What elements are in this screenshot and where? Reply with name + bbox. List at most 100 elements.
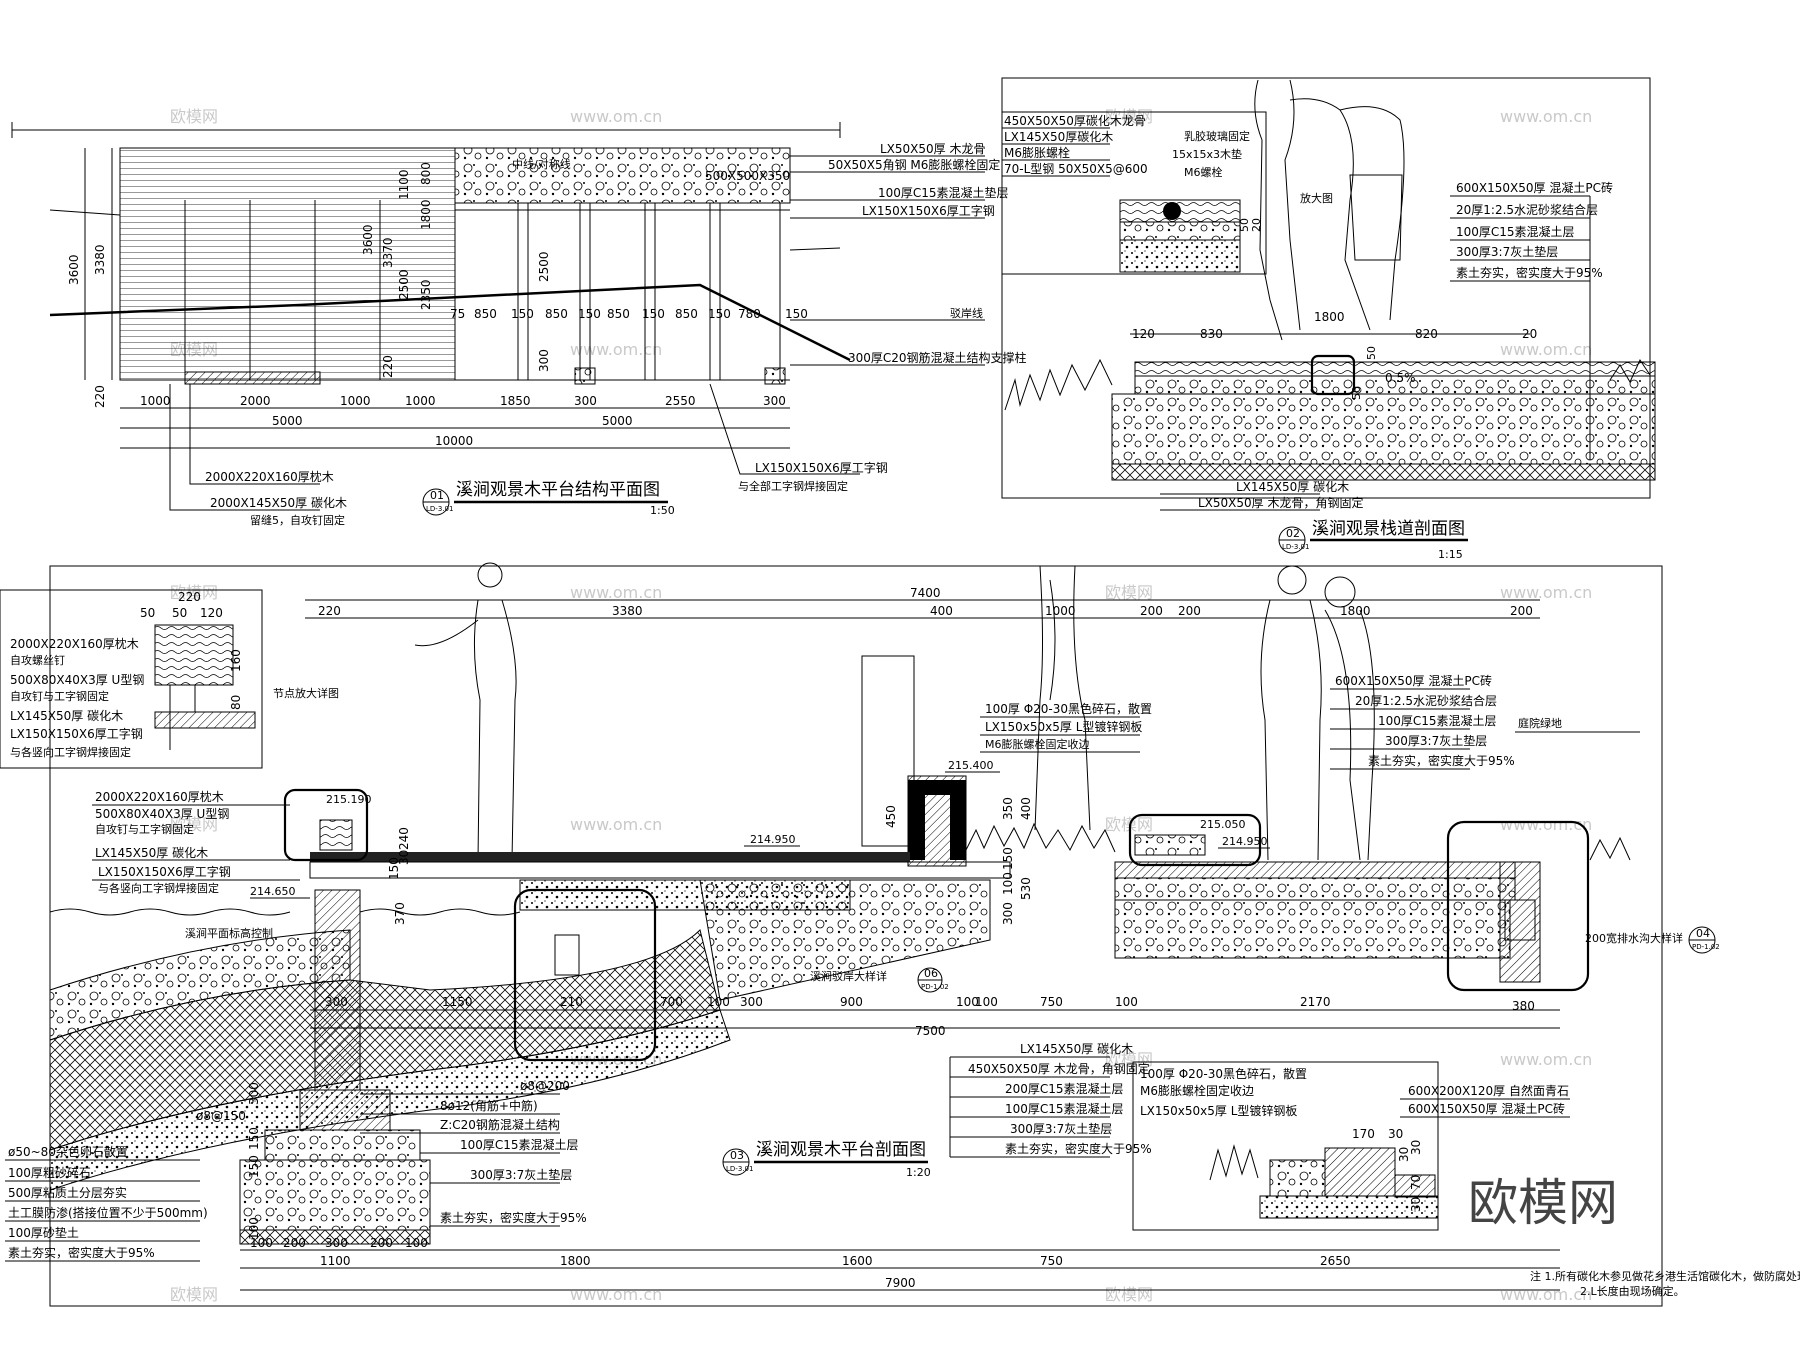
dim-text: 20	[1250, 218, 1263, 232]
watermark-url: www.om.cn	[1500, 107, 1592, 126]
dim-text: 220	[178, 590, 201, 604]
annotation: 节点放大详图	[273, 686, 339, 700]
anchor-bolt	[554, 934, 580, 976]
dim-text: 100	[405, 1236, 428, 1250]
dim-text: 100	[707, 995, 730, 1009]
dim-text: 100	[956, 995, 979, 1009]
dim-text: 300	[763, 394, 786, 408]
dim-text: 2350	[419, 279, 433, 310]
detail-frame	[1001, 111, 1267, 275]
steel-beam	[154, 711, 256, 729]
dim-text: 30	[1397, 1147, 1411, 1162]
annotation: 中线/对称线	[512, 157, 571, 171]
grass	[1209, 1144, 1259, 1181]
material-label: ø8@150	[196, 1109, 246, 1123]
dim-text: 150	[387, 857, 401, 880]
dim-text: 780	[738, 307, 761, 321]
dim-text: 300	[574, 394, 597, 408]
material-label: 2000X220X160厚枕木	[10, 636, 139, 651]
shoreline	[49, 283, 851, 362]
dim-text: 150	[247, 1127, 261, 1150]
material-label: 500X80X40X3厚 U型钢	[10, 673, 144, 687]
dim-text: 2500	[397, 269, 411, 300]
material-label: 300厚C20钢筋混凝土结构支撑柱	[848, 350, 1027, 365]
dim-text: 150	[785, 307, 808, 321]
dim-text: 1600	[842, 1254, 873, 1268]
dim-text: 50	[1365, 346, 1378, 360]
sleeper	[319, 819, 353, 851]
material-label: 驳岸线	[950, 306, 983, 320]
deck-planks	[119, 147, 456, 381]
material-label: 70-L型钢 50X50X5@600	[1004, 162, 1148, 176]
dim-text: 30	[397, 850, 411, 865]
dim-text: 300	[740, 995, 763, 1009]
material-label: 600X150X50厚 混凝土PC砖	[1335, 673, 1492, 688]
material-label: LX150X150X6厚工字钢	[862, 203, 995, 218]
pc-brick	[1394, 1174, 1436, 1198]
drawing-tag-number: 03	[730, 1149, 744, 1162]
detail-tag-ref: PD-1.02	[921, 983, 949, 991]
material-label: 100厚C15素混凝土层	[1005, 1101, 1124, 1116]
people-figure	[1254, 79, 1405, 341]
dim-text: 800	[419, 162, 433, 185]
person-figure	[414, 562, 517, 861]
dim-text: 2170	[1300, 995, 1331, 1009]
material-label: 100厚粗砂碎石	[8, 1165, 91, 1180]
dim-text: 200	[1510, 604, 1533, 618]
elevation: 215.190	[326, 793, 372, 806]
dim-text: 200	[370, 1236, 393, 1250]
grass	[1589, 836, 1631, 861]
material-label: 素土夯实，密实度大于95%	[440, 1210, 587, 1225]
material-label: 100厚C15素混凝土垫层	[878, 185, 1009, 200]
material-label: 自攻钉与工字钢固定	[95, 822, 194, 836]
dim-text: 2550	[665, 394, 696, 408]
annotation: 溪涧平面标高控制	[185, 926, 273, 940]
material-label: 300厚3:7灰土垫层	[470, 1167, 572, 1182]
material-label: 300厚3:7灰土垫层	[1010, 1121, 1112, 1136]
drawing-03-section: 2000X220X160厚枕木 自攻螺丝钉 500X80X40X3厚 U型钢 自…	[0, 562, 1800, 1307]
dim-text: 3380	[93, 244, 107, 275]
capstone	[908, 780, 966, 860]
material-label: LX145X50厚 碳化木	[1236, 480, 1349, 494]
material-label: Z:C20钢筋混凝土结构	[440, 1117, 560, 1132]
drawing-title: 溪涧观景木平台剖面图	[756, 1140, 926, 1160]
dim-text: 150	[708, 307, 731, 321]
dim-text: 100	[250, 1236, 273, 1250]
material-label: 500厚粘质土分层夯实	[8, 1185, 127, 1200]
gravel-strip	[454, 147, 791, 204]
gravel-base	[699, 879, 991, 1001]
dim-text: 7400	[910, 586, 941, 600]
elevation: 214.950	[750, 833, 796, 846]
dim-text: 750	[1040, 995, 1063, 1009]
dim-text: 1800	[560, 1254, 591, 1268]
dim-text: 750	[1040, 1254, 1063, 1268]
watermark-url: www.om.cn	[1500, 583, 1592, 602]
drawing-tag-number: 01	[430, 489, 444, 502]
dim-text: 900	[840, 995, 863, 1009]
dim-text: 75	[450, 307, 465, 321]
material-label: 300厚3:7灰土垫层	[1456, 244, 1558, 259]
material-label: 500X80X40X3厚 U型钢	[95, 807, 229, 821]
concrete-layer	[1119, 239, 1241, 273]
material-label: 素土夯实，密实度大于95%	[8, 1245, 155, 1260]
dim-text: 150	[578, 307, 601, 321]
dim-text: 500X500X350	[705, 169, 790, 183]
watermark: 欧模网	[170, 815, 218, 834]
dim-text: 210	[560, 995, 583, 1009]
dim-text: 3380	[612, 604, 643, 618]
annotation: 庭院绿地	[1518, 716, 1562, 730]
material-label: 450X50X50厚 木龙骨，角钢固定	[968, 1061, 1150, 1076]
material-label: 100厚砂垫土	[8, 1225, 79, 1240]
dim-text: 3370	[381, 237, 395, 268]
material-label: 自攻螺丝钉	[10, 653, 65, 667]
highlight-callout	[1310, 354, 1356, 396]
dim-text: 5000	[602, 414, 633, 428]
dim-text: 820	[1415, 327, 1438, 341]
node-detail-frame	[0, 589, 263, 769]
dim-text: 300	[1001, 902, 1015, 925]
dim-text: 150	[511, 307, 534, 321]
watermarks: 欧模网 www.om.cn 欧模网 www.om.cn 欧模网 www.om.c…	[170, 107, 1592, 1304]
material-label: 100厚C15素混凝土层	[460, 1137, 579, 1152]
gravel-layer	[1114, 877, 1516, 901]
material-label: 600X150X50厚 混凝土PC砖	[1408, 1101, 1565, 1116]
